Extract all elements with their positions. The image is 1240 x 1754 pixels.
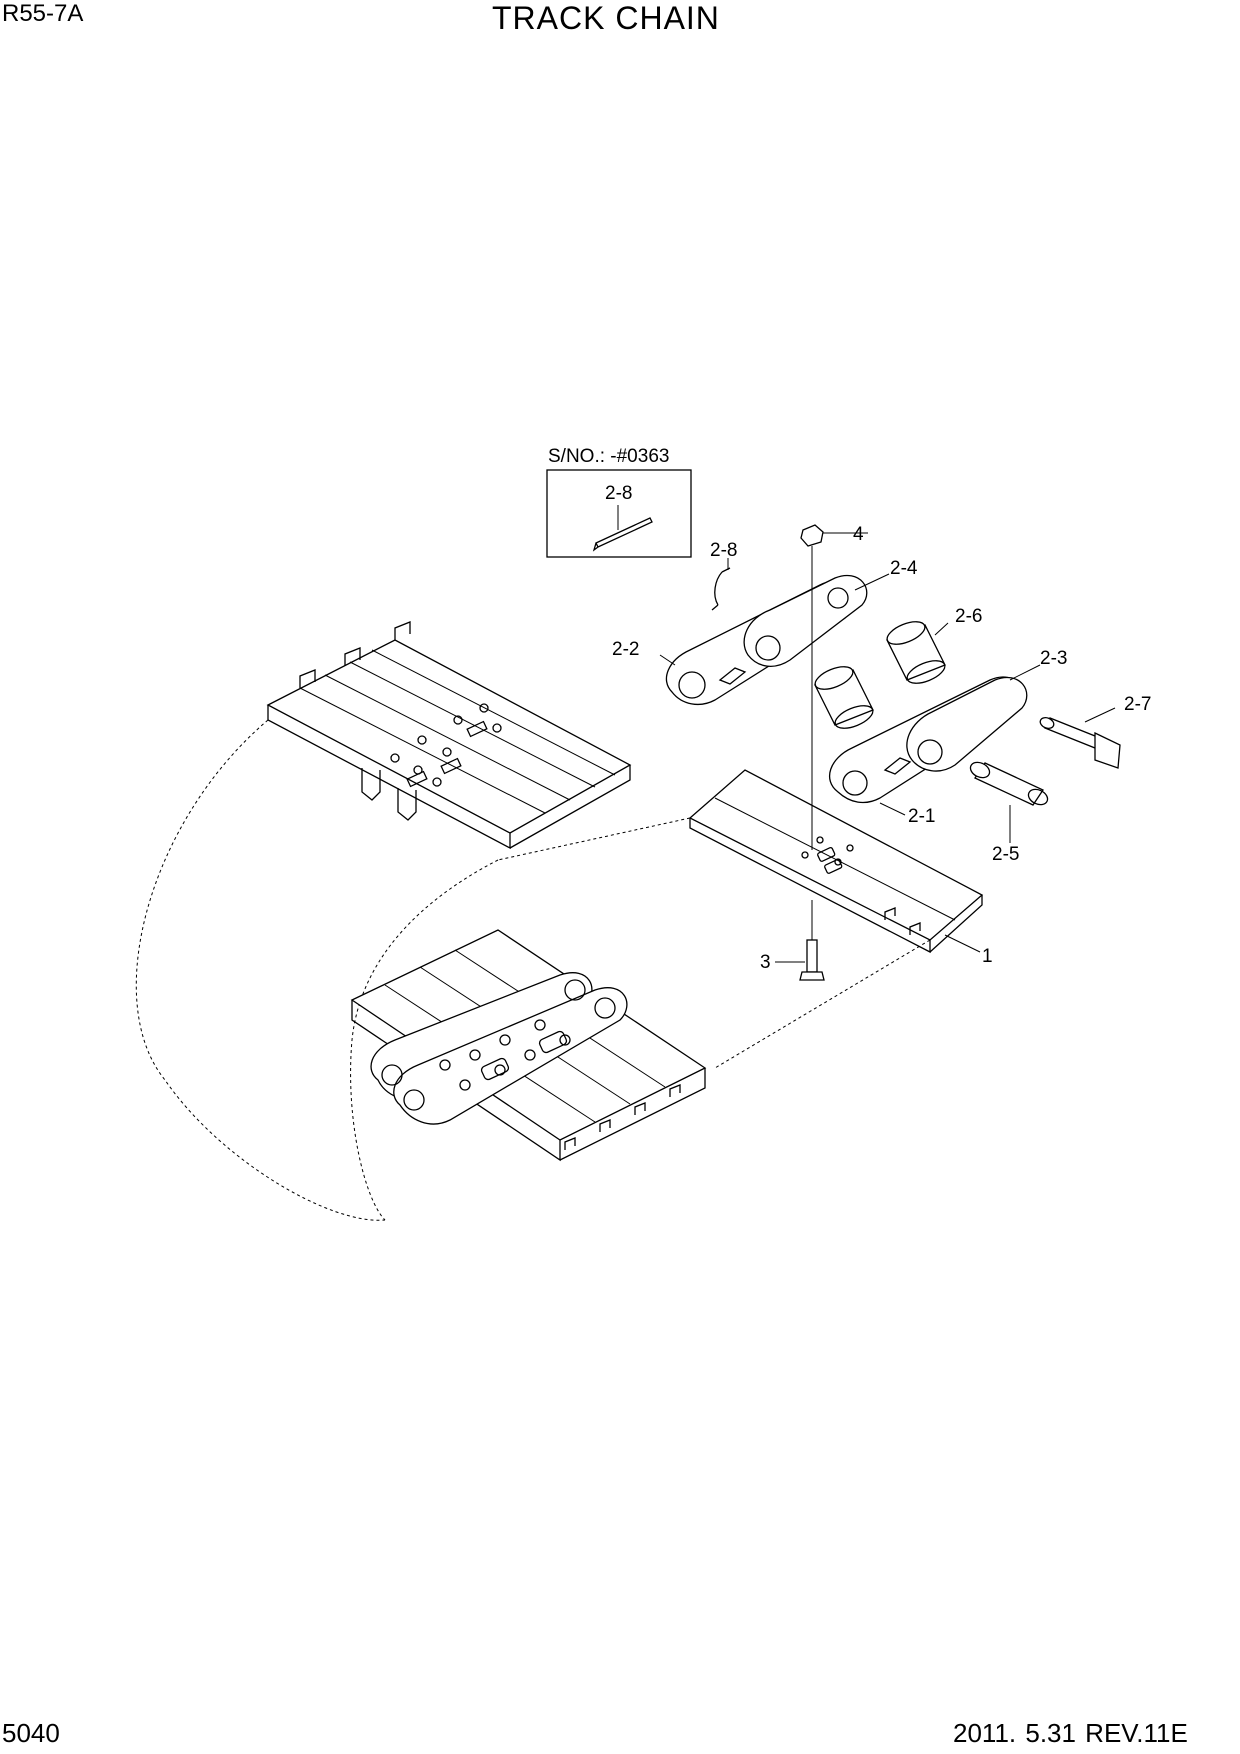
cotter-pin-icon xyxy=(592,517,653,552)
upper-track-shoes xyxy=(266,621,632,850)
bushing-part-2-6 xyxy=(886,621,946,684)
bolt-part-3 xyxy=(799,900,825,981)
pin-head-icon xyxy=(1094,731,1121,769)
pin-part-2-5 xyxy=(969,761,1049,806)
callout-2-3: 2-3 xyxy=(1040,648,1067,669)
leader-lines xyxy=(659,532,1116,963)
callout-4: 4 xyxy=(853,524,864,545)
hex-nut-icon xyxy=(800,524,824,547)
track-link-2-4 xyxy=(743,574,868,667)
callout-2-4: 2-4 xyxy=(890,558,918,579)
callout-2-2: 2-2 xyxy=(612,639,639,660)
nut-part-4 xyxy=(800,524,824,850)
callout-1: 1 xyxy=(982,946,993,967)
callout-2-1: 2-1 xyxy=(908,806,935,827)
track-loop-outline xyxy=(135,719,931,1221)
serial-number-box: S/NO.: -#0363 2-8 xyxy=(546,446,692,558)
callout-2-6: 2-6 xyxy=(955,606,982,627)
callout-2-8: 2-8 xyxy=(710,540,737,561)
lower-track-assembly xyxy=(350,929,707,1162)
master-pin-part-2-7 xyxy=(1039,717,1121,769)
callout-3: 3 xyxy=(760,952,771,973)
cotter-pin-2-8 xyxy=(711,567,731,611)
serial-number-label: S/NO.: -#0363 xyxy=(548,446,669,467)
callout-2-5: 2-5 xyxy=(992,844,1019,865)
callout-labels: 4 2-8 2-4 2-6 2-2 2-3 2-7 2-1 2-5 1 3 xyxy=(612,524,1151,973)
bolt-head-icon xyxy=(799,971,825,981)
callout-2-7: 2-7 xyxy=(1124,694,1151,715)
bushing-lower xyxy=(814,666,874,729)
page-number: 5040 xyxy=(2,1718,60,1748)
revision-date: 2011. 5.31 REV.11E xyxy=(953,1718,1188,1748)
page-title: TRACK CHAIN xyxy=(492,0,720,36)
track-link-2-3 xyxy=(906,677,1028,772)
track-shoe-part-1 xyxy=(688,769,984,954)
callout-label: 2-8 xyxy=(605,483,632,504)
model-code: R55-7A xyxy=(2,0,84,27)
